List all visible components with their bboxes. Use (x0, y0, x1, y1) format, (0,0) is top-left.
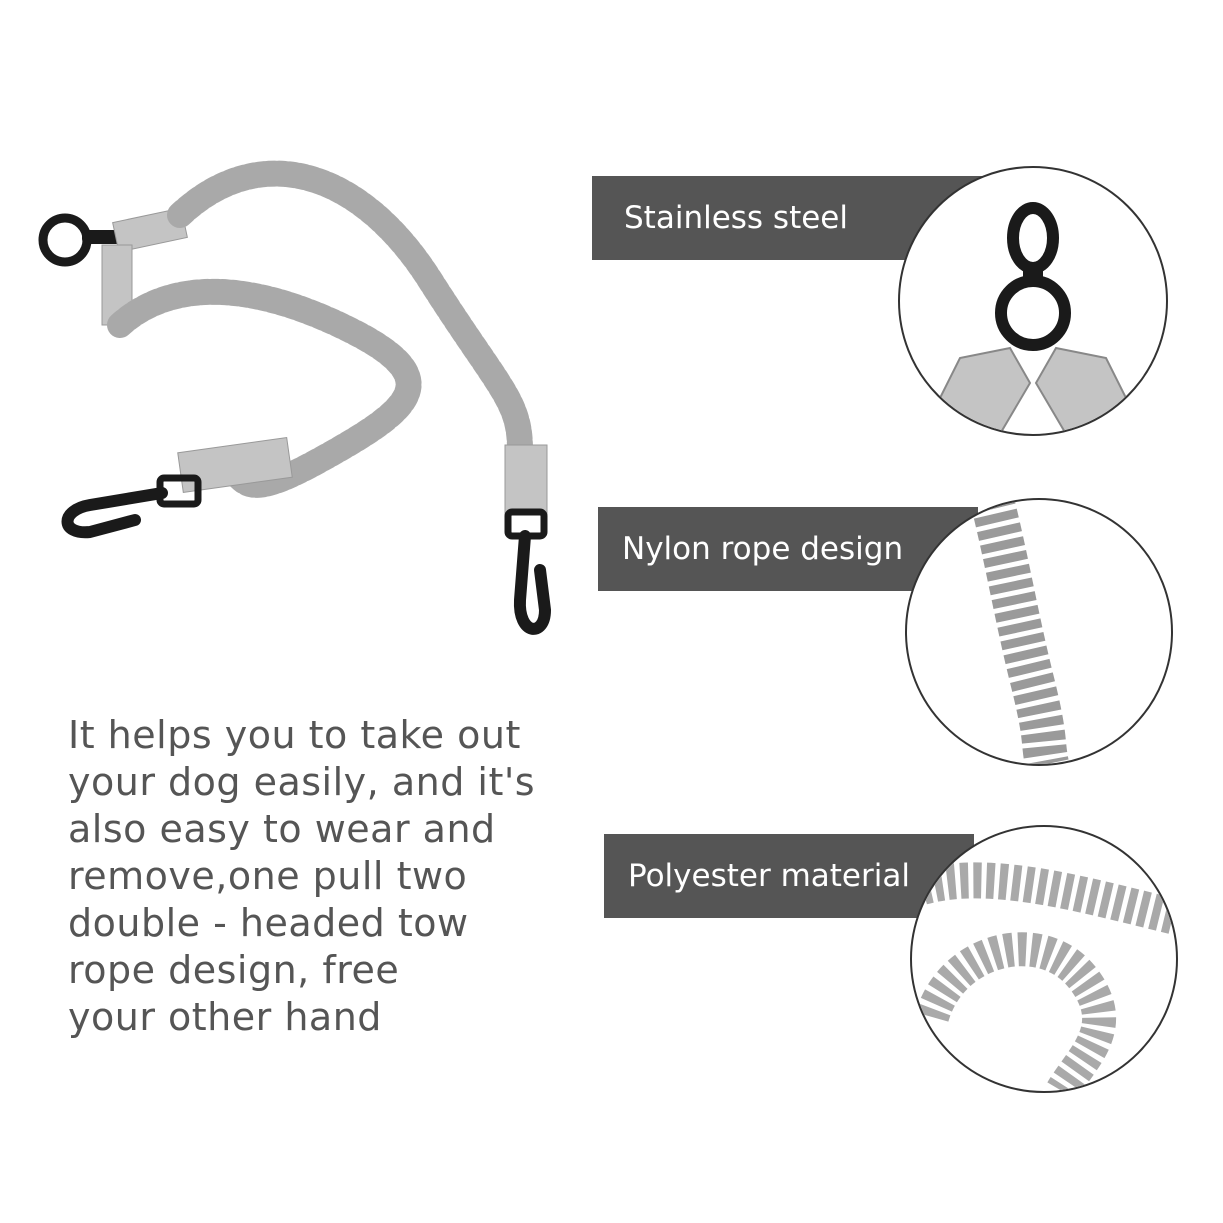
description-line: your other hand (68, 995, 382, 1039)
description-line: double - headed tow (68, 901, 469, 945)
left-snap-hook-icon (61, 474, 202, 539)
product-image-leash (20, 160, 600, 660)
product-description: It helps you to take out your dog easily… (68, 712, 588, 1041)
swivel-ring-closeup-icon (928, 202, 1138, 434)
feature-label-nylon-rope: Nylon rope design (598, 507, 978, 591)
feature-closeup-stainless-steel (898, 166, 1168, 436)
swivel-ring-icon (38, 213, 122, 267)
description-line: your dog easily, and it's (68, 760, 536, 804)
description-line: remove,one pull two (68, 854, 468, 898)
feature-closeup-polyester (910, 825, 1178, 1093)
description-line: It helps you to take out (68, 713, 521, 757)
bungee-rope-closeup-icon (970, 500, 1069, 764)
polyester-coil-closeup-icon (915, 862, 1176, 1091)
right-snap-hook-icon (504, 508, 552, 635)
description-line: rope design, free (68, 948, 400, 992)
description-line: also easy to wear and (68, 807, 496, 851)
feature-label-polyester: Polyester material (604, 834, 974, 918)
feature-closeup-nylon-rope (905, 498, 1173, 766)
